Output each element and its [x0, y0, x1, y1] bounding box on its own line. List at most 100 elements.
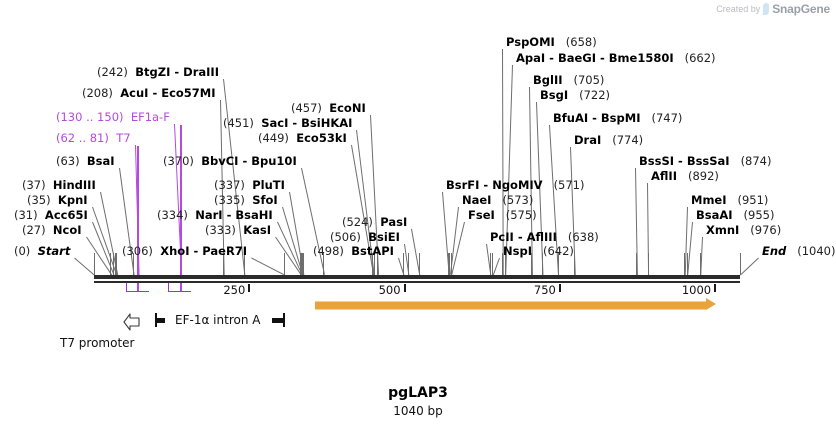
enzyme-name[interactable]: PcII — [490, 230, 514, 244]
enzyme-position: (573) — [502, 193, 534, 207]
enzyme-name[interactable]: Acc65I — [44, 208, 88, 222]
enzyme-position: (976) — [750, 223, 782, 237]
enzyme-label-eco53ki: (449) Eco53kI — [258, 132, 347, 144]
enzyme-label-end: End (1040) — [762, 245, 836, 257]
enzyme-position: (0) — [14, 244, 31, 258]
enzyme-name[interactable]: SfoI — [252, 193, 278, 207]
enzyme-name[interactable]: BspMI — [600, 111, 641, 125]
enzyme-name[interactable]: Bme1580I — [608, 51, 674, 65]
enzyme-name[interactable]: Eco53kI — [296, 131, 347, 145]
enzyme-name[interactable]: AflII — [651, 169, 677, 183]
enzyme-label-nspi: NspI (642) — [503, 245, 574, 257]
enzyme-name[interactable]: Bpu10I — [251, 154, 297, 168]
enzyme-separator: - — [479, 178, 493, 192]
enzyme-name[interactable]: KpnI — [57, 193, 88, 207]
enzyme-name[interactable]: EcoNI — [329, 101, 366, 115]
plasmid-size: 1040 bp — [393, 404, 443, 418]
enzyme-name[interactable]: NaeI — [462, 193, 492, 207]
enzyme-name[interactable]: BsgI — [540, 88, 569, 102]
enzyme-name[interactable]: BsaI — [86, 154, 115, 168]
enzyme-name[interactable]: NgoMIV — [492, 178, 543, 192]
primer-stem-t7 — [137, 146, 139, 291]
enzyme-label-apai: ApaI - BaeGI - Bme1580I (662) — [516, 52, 716, 64]
enzyme-position: (35) — [27, 193, 51, 207]
enzyme-name[interactable]: BfuAI — [553, 111, 589, 125]
site-tick-bsssi — [636, 253, 638, 275]
enzyme-label-pcii: PcII - AflIII (638) — [490, 231, 599, 243]
enzyme-name[interactable]: BtgZI — [135, 65, 171, 79]
enzyme-name[interactable]: BbvCI — [201, 154, 239, 168]
enzyme-name[interactable]: FseI — [468, 208, 495, 222]
enzyme-name[interactable]: ApaI — [516, 51, 546, 65]
site-tick-pspomi — [502, 253, 504, 275]
ruler-tick — [403, 284, 406, 292]
site-tick-apai — [504, 253, 506, 275]
enzyme-name[interactable]: EF1a-F — [130, 110, 170, 124]
enzyme-label-xhoi: (306) XhoI - PaeR7I — [122, 245, 247, 257]
enzyme-name[interactable]: HindIII — [52, 178, 96, 192]
enzyme-name[interactable]: SacI — [261, 116, 289, 130]
enzyme-position: (1040) — [797, 244, 836, 258]
enzyme-label-start: (0) Start — [14, 245, 70, 257]
enzyme-name[interactable]: PaeR7I — [202, 244, 248, 258]
enzyme-name[interactable]: BsaHI — [235, 208, 273, 222]
site-tick-pasi — [418, 253, 420, 275]
enzyme-name[interactable]: BaeGI — [557, 51, 596, 65]
enzyme-name[interactable]: Eco57MI — [161, 86, 216, 100]
enzyme-name[interactable]: XhoI — [160, 244, 190, 258]
enzyme-separator: - — [222, 208, 236, 222]
enzyme-position: (662) — [684, 51, 716, 65]
enzyme-name[interactable]: T7 — [116, 131, 131, 145]
enzyme-name[interactable]: AflIII — [526, 230, 557, 244]
enzyme-position: (335) — [214, 193, 245, 207]
enzyme-name[interactable]: MmeI — [691, 193, 727, 207]
enzyme-name[interactable]: NarI — [195, 208, 223, 222]
enzyme-name[interactable]: BstAPI — [351, 244, 394, 258]
enzyme-name[interactable]: BglII — [533, 73, 563, 87]
primer-stem-ef1a-f — [180, 125, 182, 291]
site-tick-pcii — [489, 253, 491, 275]
enzyme-position: (449) — [258, 131, 289, 145]
enzyme-position: (658) — [565, 35, 597, 49]
enzyme-label-pasi: (524) PasI — [342, 216, 407, 228]
enzyme-position: (642) — [542, 244, 574, 258]
enzyme-name[interactable]: BsiEI — [368, 230, 400, 244]
enzyme-name[interactable]: AcuI — [120, 86, 149, 100]
enzyme-label-econi: (457) EcoNI — [291, 102, 366, 114]
enzyme-label-bstapi: (498) BstAPI — [313, 245, 394, 257]
enzyme-name[interactable]: Start — [37, 244, 71, 258]
enzyme-name[interactable]: KasI — [243, 223, 272, 237]
t7-purple-marker — [126, 283, 149, 292]
ruler-tick-label: 750 — [533, 283, 556, 297]
enzyme-name[interactable]: PluTI — [252, 178, 285, 192]
enzyme-position: (571) — [553, 178, 585, 192]
enzyme-name[interactable]: NspI — [503, 244, 532, 258]
ef1a-intron-left-bar — [155, 318, 165, 323]
enzyme-name[interactable]: NcoI — [52, 223, 82, 237]
enzyme-name[interactable]: BsaAI — [696, 208, 733, 222]
enzyme-separator: - — [513, 230, 527, 244]
site-tick-xhoi — [283, 253, 285, 275]
ruler-tick — [558, 284, 561, 292]
enzyme-name[interactable]: End — [762, 244, 787, 258]
enzyme-name[interactable]: DraI — [574, 133, 602, 147]
site-tick-mmei — [684, 253, 686, 275]
enzyme-name[interactable]: BsiHKAI — [301, 116, 353, 130]
site-tick-btgzi — [243, 253, 245, 275]
enzyme-label-bsssi: BssSI - BssSaI (874) — [639, 155, 772, 167]
ef1a-intron-right-cap — [283, 313, 285, 327]
enzyme-name[interactable]: DraIII — [183, 65, 219, 79]
enzyme-label-bsrfi: BsrFI - NgoMIV (571) — [446, 179, 585, 191]
enzyme-name[interactable]: PasI — [380, 215, 408, 229]
watermark-brand: SnapGene — [772, 2, 830, 16]
enzyme-name[interactable]: BssSaI — [686, 154, 730, 168]
enzyme-name[interactable]: PspOMI — [506, 35, 555, 49]
site-tick-end — [739, 253, 741, 275]
enzyme-name[interactable]: XmnI — [706, 223, 740, 237]
enzyme-name[interactable]: BssSI — [639, 154, 675, 168]
enzyme-name[interactable]: BsrFI — [446, 178, 480, 192]
site-tick-pluti — [302, 253, 304, 275]
enzyme-position: (130 .. 150) — [56, 110, 124, 124]
